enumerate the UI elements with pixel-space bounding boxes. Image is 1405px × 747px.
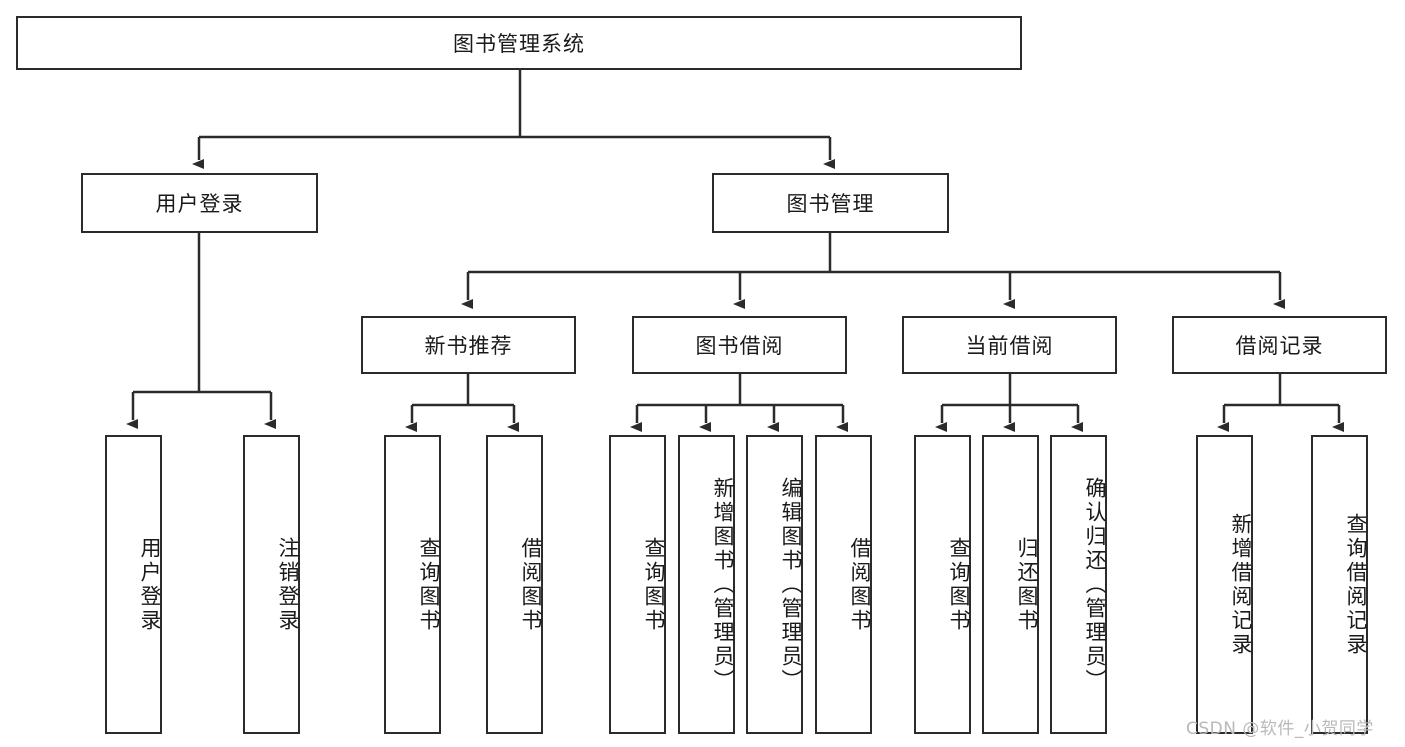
- node-book-management[interactable]: 图书管理: [712, 173, 949, 233]
- node-root-book-management-system[interactable]: 图书管理系统: [16, 16, 1022, 70]
- node-label: 新书推荐: [424, 334, 513, 358]
- leaf-query-book-current[interactable]: 查询图书: [914, 435, 971, 734]
- node-label: 用户登录: [155, 192, 244, 216]
- node-label: 借阅图书: [519, 536, 543, 633]
- leaf-query-borrow-record[interactable]: 查询借阅记录: [1311, 435, 1368, 734]
- node-label: 查询借阅记录: [1344, 512, 1368, 657]
- node-user-login[interactable]: 用户登录: [81, 173, 318, 233]
- node-label: 用户登录: [138, 536, 162, 633]
- leaf-borrow-book[interactable]: 借阅图书: [815, 435, 872, 734]
- node-label: 编辑图书（管理员）: [779, 476, 803, 693]
- node-label: 当前借阅: [965, 334, 1054, 358]
- leaf-add-borrow-record[interactable]: 新增借阅记录: [1196, 435, 1253, 734]
- leaf-borrow-book-recommend[interactable]: 借阅图书: [486, 435, 543, 734]
- leaf-query-book-recommend[interactable]: 查询图书: [384, 435, 441, 734]
- csdn-watermark: CSDN @软件_小贺同学: [1186, 719, 1374, 739]
- node-label: 图书管理系统: [453, 32, 585, 56]
- node-label: 确认归还（管理员）: [1083, 476, 1107, 693]
- node-label: 借阅图书: [848, 536, 872, 633]
- node-label: 新增图书（管理员）: [711, 476, 735, 693]
- node-label: 图书借阅: [695, 334, 784, 358]
- leaf-query-book-borrow[interactable]: 查询图书: [609, 435, 666, 734]
- node-label: 新增借阅记录: [1229, 512, 1253, 657]
- leaf-add-book-admin[interactable]: 新增图书（管理员）: [678, 435, 735, 734]
- leaf-user-login[interactable]: 用户登录: [105, 435, 162, 734]
- node-current-borrow[interactable]: 当前借阅: [902, 316, 1117, 374]
- leaf-confirm-return-admin[interactable]: 确认归还（管理员）: [1050, 435, 1107, 734]
- leaf-return-book[interactable]: 归还图书: [982, 435, 1039, 734]
- node-label: 查询图书: [642, 536, 666, 633]
- node-label: 查询图书: [417, 536, 441, 633]
- leaf-logout[interactable]: 注销登录: [243, 435, 300, 734]
- node-label: 归还图书: [1015, 536, 1039, 633]
- leaf-edit-book-admin[interactable]: 编辑图书（管理员）: [746, 435, 803, 734]
- node-new-book-recommend[interactable]: 新书推荐: [361, 316, 576, 374]
- node-book-borrow[interactable]: 图书借阅: [632, 316, 847, 374]
- node-borrow-record[interactable]: 借阅记录: [1172, 316, 1387, 374]
- node-label: 注销登录: [276, 536, 300, 633]
- node-label: 借阅记录: [1235, 334, 1324, 358]
- node-label: 图书管理: [786, 192, 875, 216]
- node-label: 查询图书: [947, 536, 971, 633]
